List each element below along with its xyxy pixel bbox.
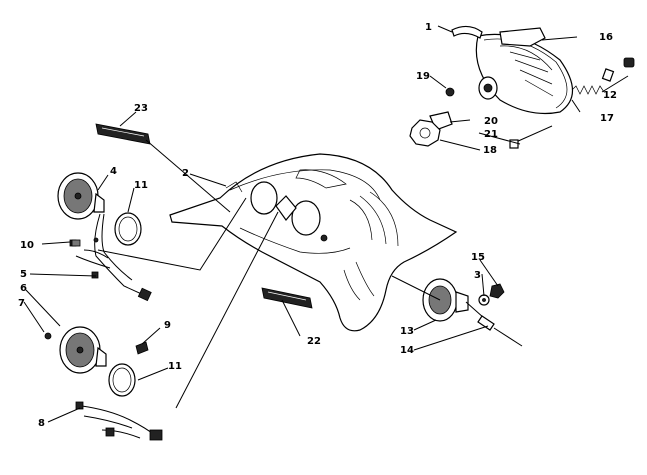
callout-1: 1 [425,22,432,33]
screw-7 [44,332,52,340]
tachometer-gauge [59,326,107,374]
callout-21: 21 [484,129,498,140]
callout-16: 16 [599,32,613,43]
gauge-seal-ring-lower [108,363,136,397]
wiring-harness-lower [75,401,163,441]
callout-5: 5 [20,269,27,280]
callout-23: 23 [134,103,148,114]
callout-numbers: 1 2 3 4 5 6 7 8 9 10 11 11 12 13 14 15 1… [18,22,617,429]
decal-22 [261,287,313,309]
callout-12: 12 [603,90,617,101]
retaining-ring [409,119,441,147]
callout-15: 15 [471,252,485,263]
adjuster-screw [509,125,553,149]
adjuster-spring [571,57,635,95]
callout-8: 8 [38,418,45,429]
callout-13: 13 [400,326,414,337]
indicator-bulb-10 [71,239,81,247]
callout-22: 22 [307,336,321,347]
callout-14: 14 [400,345,414,356]
callout-3: 3 [474,270,481,281]
callout-6: 6 [20,283,27,294]
callout-20: 20 [484,116,498,127]
callout-10: 10 [20,240,34,251]
throttle-switch-housing [422,278,469,322]
callout-19: 19 [416,71,430,82]
gauge-seal-ring-upper [114,212,142,246]
leader-lines [23,25,629,423]
callout-17: 17 [600,113,614,124]
wiring-harness-upper [69,213,152,302]
callout-9: 9 [164,320,171,331]
nut-15 [489,283,505,299]
decal-23 [95,123,151,145]
headlight-housing [475,33,573,115]
callout-18: 18 [483,145,497,156]
washer-3 [478,294,490,306]
hood-dash-panel [169,153,458,332]
callout-2: 2 [182,168,189,179]
callout-11-upper: 11 [134,180,148,191]
callout-11-lower: 11 [168,361,182,372]
callout-7: 7 [18,298,25,309]
speedometer-gauge [57,172,105,220]
switch-cable [465,301,523,347]
headlight-bracket [451,25,546,47]
callout-4: 4 [110,166,117,177]
